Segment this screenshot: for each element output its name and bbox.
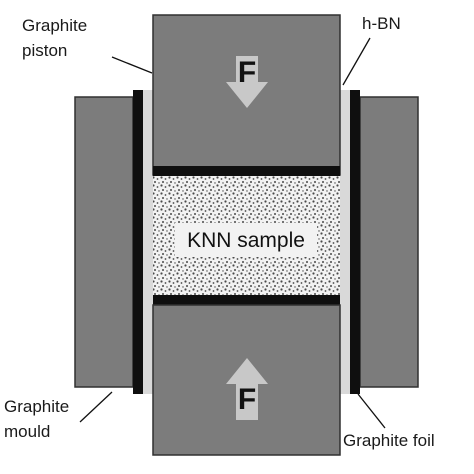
- label-graphite-piston-line2: piston: [22, 41, 67, 60]
- graphite-mould-right: [359, 96, 419, 388]
- hbn-layer-right: [340, 90, 350, 394]
- graphite-foil-left: [133, 90, 143, 394]
- leader-graphite-piston: [111, 56, 153, 74]
- force-label-top: F: [238, 56, 256, 89]
- leader-hbn: [342, 37, 371, 86]
- leader-graphite-foil: [357, 393, 386, 429]
- knn-sample-label: KNN sample: [187, 229, 305, 252]
- force-arrow-up-icon: [226, 358, 268, 420]
- force-arrow-down-icon: [226, 56, 268, 108]
- hbn-layer-left: [143, 90, 153, 394]
- graphite-mould-left: [74, 96, 134, 388]
- label-hbn: h-BN: [362, 14, 401, 33]
- foil-piston-top: [153, 166, 340, 176]
- label-graphite-mould-line2: mould: [4, 422, 50, 441]
- foil-piston-bottom: [153, 295, 340, 305]
- knn-sample-label-box: [175, 223, 317, 257]
- force-label-bottom: F: [238, 383, 256, 416]
- graphite-foil-right: [350, 90, 360, 394]
- label-graphite-foil: Graphite foil: [343, 431, 435, 450]
- leader-graphite-mould: [79, 391, 113, 423]
- label-graphite-mould-line1: Graphite: [4, 397, 69, 416]
- label-graphite-piston-line1: Graphite: [22, 16, 87, 35]
